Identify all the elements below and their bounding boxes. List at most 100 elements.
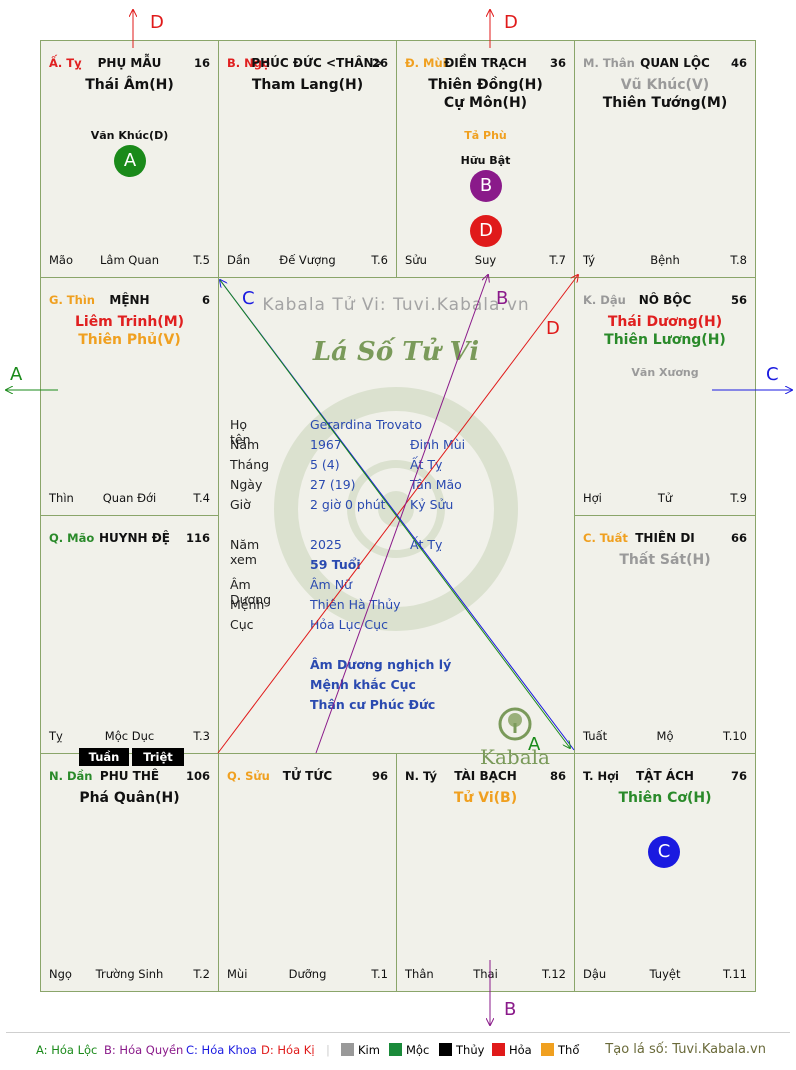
palace-dau: K. Dậu NÔ BỘC 56 Thái Dương(H) Thiên Lươ…: [574, 277, 756, 516]
info-label: Cục: [230, 617, 254, 632]
palace-name: PHU THÊ: [99, 769, 160, 783]
info-label: Mệnh: [230, 597, 265, 612]
tho-swatch: [541, 1043, 554, 1056]
info-value: 59 Tuổi: [310, 557, 361, 572]
info-label: Tháng: [230, 457, 270, 472]
palace-name: NÔ BỘC: [638, 293, 692, 307]
palace-name: THIÊN DI: [635, 531, 695, 545]
cell-bottom-center: Trường Sinh: [95, 967, 164, 981]
info-label: Năm xem: [230, 537, 260, 567]
cell-can: Q. Sửu: [227, 769, 270, 783]
cell-bottom-center: Tuyệt: [649, 967, 681, 981]
info-value: Gerardina Trovato: [310, 417, 422, 432]
legend-hoa-quyen: B: Hóa Quyền: [104, 1043, 184, 1057]
cell-bottom-center: Đế Vượng: [279, 253, 336, 267]
major-star: Thiên Phủ(V): [78, 332, 181, 348]
cell-can: T. Hợi: [583, 769, 619, 783]
legend-hoa-loc: A: Hóa Lộc: [36, 1043, 98, 1057]
major-star: Thiên Tướng(M): [602, 95, 728, 111]
palace-name: TỬ TỨC: [282, 769, 333, 783]
cell-can: N. Tý: [405, 769, 437, 783]
logo-text: Kabala: [480, 745, 550, 769]
legend-kim-label: Kim: [358, 1043, 380, 1057]
cell-can: Ấ. Tỵ: [49, 56, 82, 70]
major-star: Cự Môn(H): [443, 95, 528, 111]
cell-can: K. Dậu: [583, 293, 626, 307]
site-credit[interactable]: Tạo lá số: Tuvi.Kabala.vn: [605, 1042, 766, 1057]
cell-can: Đ. Mùi: [405, 56, 447, 70]
watermark-text: Kabala Tử Vi: Tuvi.Kabala.vn: [262, 295, 530, 315]
cell-bottom-right: T.5: [193, 253, 210, 267]
cell-can: G. Thìn: [49, 293, 95, 307]
label-c-right: C: [766, 364, 779, 385]
info-value: Hỏa Lục Cục: [310, 617, 388, 632]
tuan-tag: Tuần: [79, 748, 129, 766]
info-value-2: Kỷ Sửu: [410, 497, 454, 512]
cell-bottom-right: T.4: [193, 491, 210, 505]
palace-number: 86: [549, 769, 566, 783]
palace-name: ĐIỀN TRẠCH: [444, 56, 527, 70]
palace-number: 16: [193, 56, 210, 70]
chart-title: Lá Số Tử Vi: [312, 337, 480, 367]
major-star: Liêm Trinh(M): [74, 314, 185, 330]
note: Âm Dương nghịch lý: [310, 657, 452, 672]
info-value-2: Ất Tỵ: [410, 457, 443, 472]
palace-name: MỆNH: [109, 293, 150, 307]
legend-moc: Mộc: [389, 1043, 429, 1057]
cell-bottom-left: Sửu: [405, 253, 427, 267]
cell-bottom-center: Lâm Quan: [100, 253, 159, 267]
cell-bottom-left: Tý: [583, 253, 596, 267]
cell-bottom-left: Dậu: [583, 967, 607, 981]
legend-hoa-label: Hỏa: [509, 1043, 532, 1057]
palace-name: TẬT ÁCH: [636, 769, 694, 783]
palace-name: PHỤ MẪU: [97, 56, 162, 70]
tree-logo-icon: [498, 707, 532, 741]
palace-number: 56: [730, 293, 747, 307]
cell-bottom-right: T.12: [542, 967, 566, 981]
info-label: Năm: [230, 437, 260, 452]
cell-bottom-left: Mùi: [227, 967, 248, 981]
palace-name: TÀI BẠCH: [454, 769, 517, 783]
palace-name: HUYNH ĐỆ: [99, 531, 170, 545]
cell-can: M. Thân: [583, 56, 635, 70]
cell-bottom-left: Ngọ: [49, 967, 72, 981]
center-info: Kabala Tử Vi: Tuvi.Kabala.vn Lá Số Tử Vi…: [218, 277, 574, 769]
info-value: 2025: [310, 537, 342, 552]
label-d-top-left: D: [150, 12, 164, 33]
major-star: Thiên Cơ(H): [618, 790, 712, 806]
info-label: Ngày: [230, 477, 263, 492]
cell-bottom-center: Thai: [473, 967, 498, 981]
minor-star: Văn Xương: [631, 366, 699, 379]
palace-number: 6: [201, 293, 210, 307]
cell-bottom-left: Thân: [405, 967, 434, 981]
palace-mui: Đ. Mùi ĐIỀN TRẠCH 36 Thiên Đồng(H) Cự Mô…: [396, 40, 575, 278]
cell-bottom-left: Tuất: [583, 729, 608, 743]
legend-hoa-khoa: C: Hóa Khoa: [186, 1043, 257, 1057]
cell-bottom-left: Hợi: [583, 491, 602, 505]
palace-number: 96: [371, 769, 388, 783]
cell-bottom-left: Mão: [49, 253, 74, 267]
palace-ngo: B. Ngọ PHÚC ĐỨC <THÂN> 26 Tham Lang(H) D…: [218, 40, 397, 278]
label-a-left: A: [10, 364, 23, 385]
cell-can: B. Ngọ: [227, 56, 270, 70]
triet-tag: Triệt: [132, 748, 184, 766]
label-b-bottom: B: [504, 999, 516, 1020]
legend-thuy-label: Thủy: [456, 1043, 485, 1057]
legend-hoa-ki: D: Hóa Kị: [261, 1043, 315, 1057]
major-star: Thất Sát(H): [619, 552, 711, 568]
cell-bottom-center: Mộ: [656, 729, 674, 743]
kabala-logo: Kabala: [480, 707, 550, 769]
cell-bottom-right: T.6: [371, 253, 388, 267]
note: Mệnh khắc Cục: [310, 677, 416, 692]
cell-bottom-right: T.11: [723, 967, 747, 981]
cell-bottom-center: Quan Đới: [102, 491, 157, 505]
minor-star: Văn Khúc(D): [90, 129, 169, 142]
cell-bottom-right: T.9: [730, 491, 747, 505]
cell-bottom-right: T.7: [549, 253, 566, 267]
cell-can: C. Tuất: [583, 531, 628, 545]
info-value: Âm Nữ: [310, 577, 352, 592]
